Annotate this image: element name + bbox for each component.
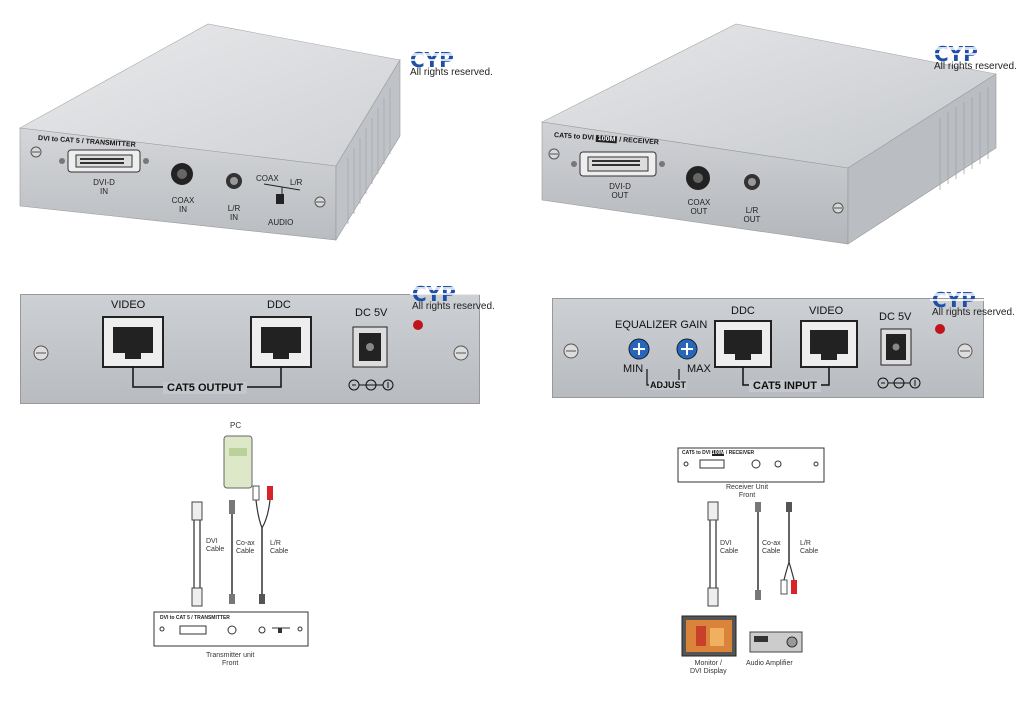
rights-text: All rights reserved. — [934, 61, 1017, 72]
cyp-logo: CYP All rights reserved. — [932, 44, 1017, 78]
audio-switch-label: AUDIO — [268, 218, 294, 227]
ddc-port-label: DDC — [731, 305, 755, 317]
receiver-diagram: CAT5 to DVI 100M / RECEIVER Receiver Uni… — [676, 444, 836, 684]
video-port-label: VIDEO — [111, 299, 146, 311]
ddc-port-label: DDC — [267, 299, 291, 311]
transmitter-box-shape — [19, 23, 401, 242]
transmitter-rear-panel: VIDEO DDC CAT5 OUTPUT DC 5V — [20, 294, 480, 404]
min-label: MIN — [623, 363, 644, 375]
cat5-input-label: CAT5 INPUT — [749, 380, 821, 392]
adjust-label: ADJUST — [649, 380, 688, 390]
cyp-logo: CYP All rights reserved. — [410, 284, 495, 318]
pc-label: PC — [230, 421, 242, 430]
video-port-label: VIDEO — [809, 305, 844, 317]
receiver-diagram-lines — [677, 447, 825, 657]
dc5v-label: DC 5V — [879, 311, 912, 323]
transmitter-rear-ports — [33, 316, 469, 391]
equalizer-gain-label: EQUALIZER GAIN — [615, 319, 708, 331]
max-label: MAX — [687, 363, 711, 375]
receiver-title-badge: 100M — [595, 134, 618, 144]
transmitter-diagram-lines — [153, 435, 309, 647]
power-led — [413, 320, 423, 330]
cyp-logo: CYP All rights reserved. — [408, 50, 493, 84]
rights-text: All rights reserved. — [410, 67, 493, 78]
rights-text: All rights reserved. — [932, 307, 1015, 318]
switch-coax-label: COAX — [256, 174, 279, 183]
power-led — [935, 324, 945, 334]
cat5-output-label: CAT5 OUTPUT — [163, 382, 248, 394]
receiver-box-shape — [541, 23, 997, 245]
cyp-logo: CYP All rights reserved. — [930, 290, 1015, 324]
receiver-rear-panel: EQUALIZER GAIN MIN MAX ADJUST DDC VIDEO … — [552, 298, 984, 398]
monitor-label: Monitor /DVI Display — [690, 660, 727, 675]
amplifier-label: Audio Amplifier — [746, 660, 793, 667]
pc-icon — [223, 435, 253, 489]
switch-lr-label: L/R — [290, 178, 303, 187]
dc5v-label: DC 5V — [355, 307, 388, 319]
mini-receiver-title: CAT5 to DVI 100M / RECEIVER — [682, 450, 755, 456]
rights-text: All rights reserved. — [412, 301, 495, 312]
receiver-rear-ports — [563, 320, 973, 389]
mini-transmitter-title: DVI to CAT 5 / TRANSMITTER — [160, 615, 230, 621]
